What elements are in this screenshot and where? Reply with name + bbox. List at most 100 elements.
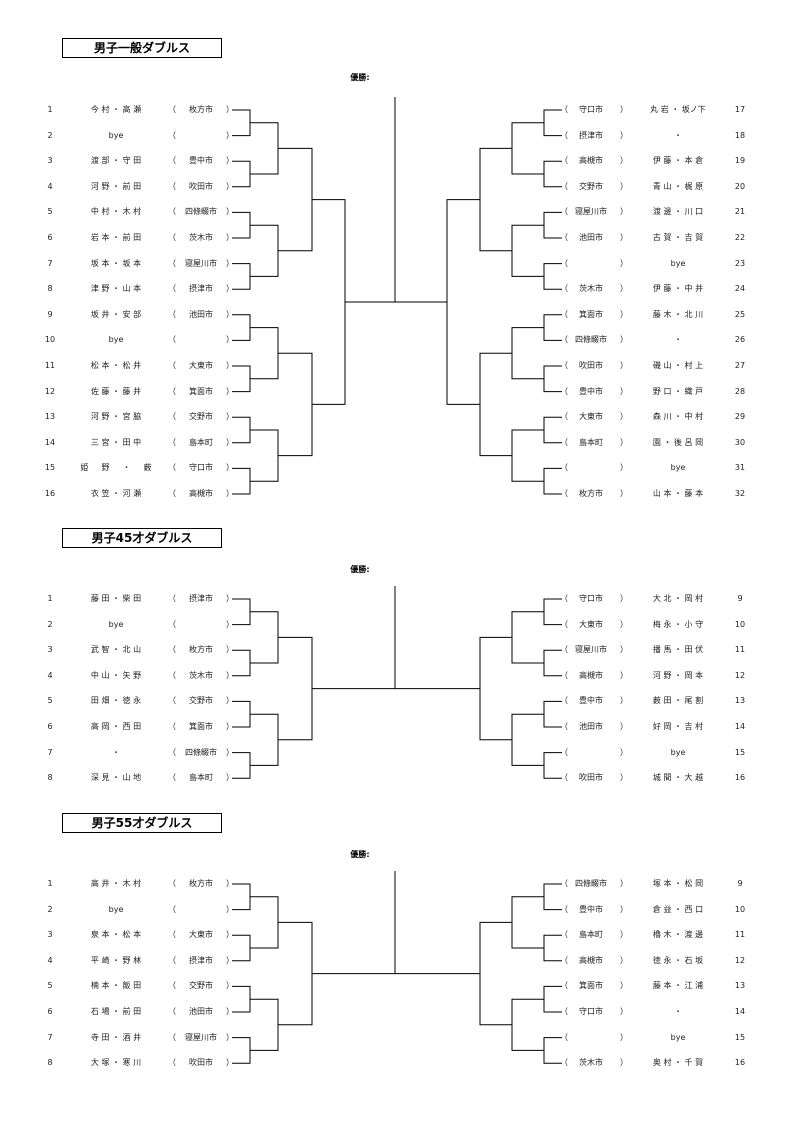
entry-number: 9 bbox=[737, 594, 743, 603]
paren-close: ） bbox=[620, 930, 628, 940]
entry-number: 12 bbox=[734, 955, 746, 965]
player-names: 藤 木 ・ 北 川 bbox=[652, 309, 704, 319]
club-name: 吹田市 bbox=[189, 1058, 213, 1068]
player-names: 森 川 ・ 中 村 bbox=[652, 412, 704, 422]
player-names: 河 野 ・ 岡 本 bbox=[652, 670, 704, 680]
bracket-connector bbox=[511, 998, 544, 1051]
paren-close: ） bbox=[620, 489, 628, 498]
club-name: 高槻市 bbox=[579, 670, 603, 680]
entry-number: 4 bbox=[47, 955, 53, 965]
paren-open: （ bbox=[560, 619, 568, 629]
paren-close: ） bbox=[226, 904, 234, 914]
paren-open: （ bbox=[560, 747, 568, 757]
paren-close: ） bbox=[620, 463, 628, 473]
club-name: 四條畷市 bbox=[185, 207, 217, 217]
paren-open: （ bbox=[168, 1007, 176, 1016]
paren-open: （ bbox=[560, 207, 568, 217]
paren-close: ） bbox=[620, 955, 628, 965]
paren-open: （ bbox=[560, 722, 568, 731]
player-names: 櫓 木 ・ 渡 邊 bbox=[652, 930, 704, 940]
player-names: 岩 本 ・ 前 田 bbox=[90, 233, 142, 242]
player-names: 梅 永 ・ 小 守 bbox=[652, 619, 704, 629]
paren-open: （ bbox=[560, 156, 568, 166]
player-names: 今 村 ・ 高 瀬 bbox=[90, 105, 142, 114]
entry-number: 7 bbox=[47, 258, 53, 268]
player-names: 薮 田 ・ 尾 割 bbox=[652, 696, 704, 706]
player-names: 城 間 ・ 大 越 bbox=[652, 773, 704, 783]
paren-open: （ bbox=[560, 386, 568, 396]
paren-open: （ bbox=[560, 335, 568, 345]
entry-number: 2 bbox=[47, 130, 53, 140]
club-name: 池田市 bbox=[189, 309, 213, 319]
paren-close: ） bbox=[226, 309, 234, 319]
paren-open: （ bbox=[168, 361, 176, 370]
player-names: 泉 本 ・ 松 本 bbox=[90, 930, 142, 940]
club-name: 茨木市 bbox=[579, 1058, 603, 1068]
club-name: 摂津市 bbox=[189, 955, 213, 965]
entry-number: 26 bbox=[734, 335, 746, 345]
entry-number: 31 bbox=[734, 463, 746, 473]
player-names: 松 本 ・ 松 井 bbox=[90, 361, 142, 370]
club-name: 枚方市 bbox=[189, 105, 213, 114]
player-names: bye bbox=[108, 130, 124, 140]
paren-close: ） bbox=[620, 773, 628, 783]
club-name: 交野市 bbox=[189, 412, 213, 422]
paren-close: ） bbox=[226, 233, 234, 242]
paren-open: （ bbox=[168, 412, 176, 422]
paren-close: ） bbox=[226, 955, 234, 965]
paren-close: ） bbox=[620, 437, 628, 447]
club-name: 箕面市 bbox=[579, 981, 603, 991]
paren-close: ） bbox=[620, 207, 628, 217]
entry-number: 10 bbox=[44, 335, 56, 345]
player-names: ・ bbox=[112, 747, 120, 757]
paren-close: ） bbox=[226, 437, 234, 447]
player-names: 中 村 ・ 木 村 bbox=[90, 207, 142, 217]
paren-close: ） bbox=[620, 696, 628, 706]
paren-open: （ bbox=[168, 156, 176, 166]
club-name: 交野市 bbox=[189, 981, 213, 991]
paren-close: ） bbox=[226, 696, 234, 706]
player-names: bye bbox=[670, 1032, 686, 1042]
entry-number: 11 bbox=[734, 930, 746, 940]
paren-open: （ bbox=[168, 207, 176, 217]
paren-open: （ bbox=[168, 1058, 176, 1068]
bracket-connector bbox=[543, 883, 562, 911]
entry-number: 25 bbox=[734, 309, 746, 319]
paren-close: ） bbox=[620, 233, 628, 242]
entry-number: 32 bbox=[734, 489, 746, 498]
club-name: 箕面市 bbox=[579, 309, 603, 319]
paren-close: ） bbox=[226, 207, 234, 217]
paren-close: ） bbox=[226, 258, 234, 268]
paren-open: （ bbox=[560, 309, 568, 319]
player-names: 津 野 ・ 山 本 bbox=[90, 284, 142, 294]
club-name: 島本町 bbox=[189, 437, 213, 447]
player-names: 伊 藤 ・ 本 倉 bbox=[652, 156, 704, 166]
club-name: 高槻市 bbox=[189, 489, 213, 498]
paren-close: ） bbox=[226, 284, 234, 294]
club-name: 交野市 bbox=[189, 696, 213, 706]
entry-number: 16 bbox=[734, 1058, 746, 1068]
paren-close: ） bbox=[620, 594, 628, 603]
paren-open: （ bbox=[168, 981, 176, 991]
paren-close: ） bbox=[226, 386, 234, 396]
player-names: 高 岡 ・ 西 田 bbox=[90, 722, 142, 731]
entry-number: 1 bbox=[47, 879, 53, 888]
entry-number: 19 bbox=[734, 156, 746, 166]
club-name: 枚方市 bbox=[579, 489, 603, 498]
entry-number: 15 bbox=[734, 747, 746, 757]
club-name: 寝屋川市 bbox=[575, 207, 607, 217]
club-name: 四條畷市 bbox=[185, 747, 217, 757]
club-name: 島本町 bbox=[189, 773, 213, 783]
paren-close: ） bbox=[620, 335, 628, 345]
paren-open: （ bbox=[168, 722, 176, 731]
winner-label: 優勝: bbox=[350, 565, 370, 574]
entry-number: 12 bbox=[734, 670, 746, 680]
